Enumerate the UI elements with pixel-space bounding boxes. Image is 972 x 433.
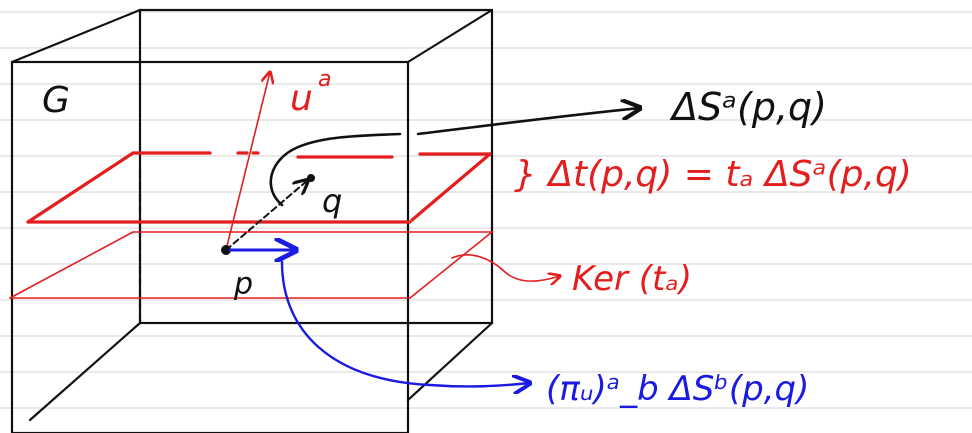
projection-annotation: (πᵤ)ᵃ_b ΔSᵇ(p,q) bbox=[546, 369, 809, 409]
kernel-pointer bbox=[451, 254, 560, 281]
point-p-dot bbox=[221, 245, 231, 255]
box-edge-top-right bbox=[406, 8, 494, 64]
vector-u-symbol: u bbox=[290, 78, 313, 119]
delta-s-annotation: ΔSᵃ(p,q) bbox=[669, 85, 827, 129]
spacetime-box bbox=[10, 8, 494, 433]
spacetime-label: G bbox=[42, 80, 70, 121]
upper-slice-right-edge bbox=[410, 152, 492, 222]
lower-slice-right-edge bbox=[409, 231, 493, 299]
delta-s-pointer bbox=[416, 108, 640, 136]
box-front-face bbox=[10, 60, 410, 433]
box-edge-bottom-left bbox=[28, 321, 142, 422]
projection-vector bbox=[228, 250, 530, 386]
box-back-face bbox=[138, 8, 494, 325]
box-edge-bottom-right bbox=[406, 321, 494, 402]
kernel-annotation: Ker (tₐ) bbox=[572, 259, 692, 299]
lower-slice-left-edge bbox=[9, 231, 134, 299]
upper-slice-left-edge bbox=[26, 151, 135, 224]
displacement-dashed bbox=[225, 180, 308, 251]
displacement-vector bbox=[225, 108, 640, 251]
point-p-label: p bbox=[233, 267, 253, 302]
point-q-dot bbox=[307, 174, 315, 182]
vector-u-label: u a bbox=[290, 67, 331, 119]
displacement-curve bbox=[269, 132, 402, 207]
delta-t-annotation: } Δt(p,q) = tₐ ΔSᵃ(p,q) bbox=[514, 154, 912, 195]
vector-u-arrow bbox=[225, 72, 270, 251]
point-q-label: q bbox=[322, 182, 342, 220]
vector-u-index: a bbox=[318, 67, 331, 92]
simultaneity-slices bbox=[9, 72, 560, 299]
box-edge-top-left bbox=[10, 8, 142, 64]
spacetime-symbol: G bbox=[42, 80, 70, 121]
projection-pointer bbox=[280, 260, 530, 386]
ruled-lines bbox=[0, 11, 972, 409]
